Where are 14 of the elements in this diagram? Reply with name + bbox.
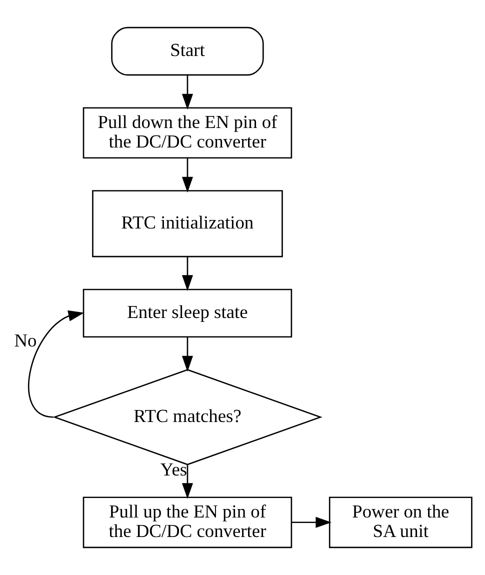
arrow xyxy=(181,158,193,193)
node-box: Power on the SA unit xyxy=(328,496,472,548)
edge-label: No xyxy=(14,330,36,351)
arrow xyxy=(181,256,193,291)
node-box: RTC initialization xyxy=(92,190,282,258)
arrow xyxy=(181,336,193,372)
node-box: Pull up the EN pin of the DC/DC converter xyxy=(82,496,292,548)
node-box: Pull down the EN pin of the DC/DC converter xyxy=(82,107,292,159)
arrow xyxy=(181,464,193,499)
arrow xyxy=(291,516,331,528)
node-box: Enter sleep state xyxy=(82,288,292,338)
arrow xyxy=(28,310,84,418)
node-box: Start xyxy=(110,26,264,76)
arrow xyxy=(181,75,193,110)
